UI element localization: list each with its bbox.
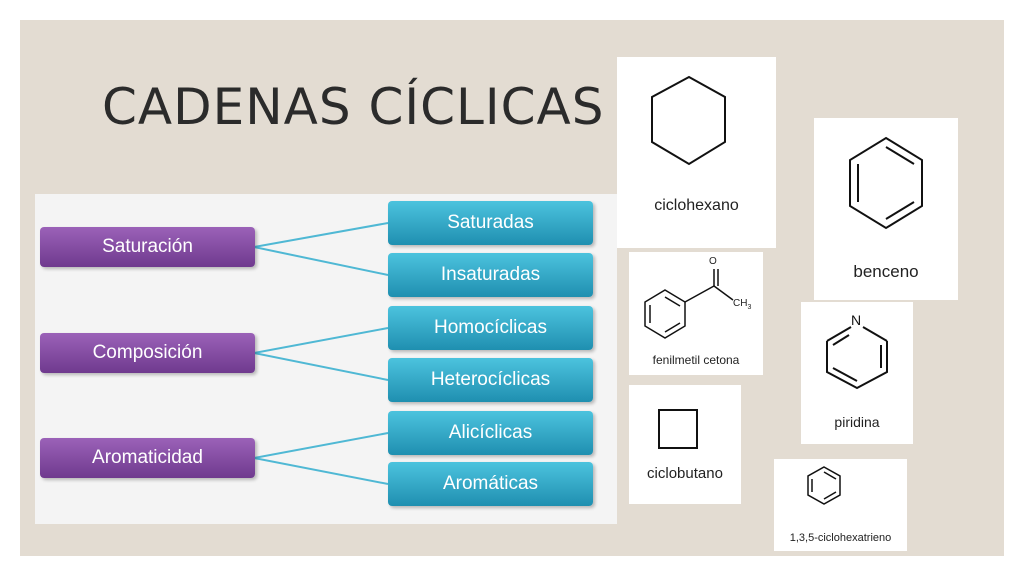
card-ciclohexano: ciclohexano (617, 57, 776, 248)
benceno-structure (849, 136, 923, 230)
label-nitrogen: N (851, 312, 862, 328)
label-benceno: benceno (853, 262, 919, 281)
piridina-structure (826, 326, 888, 390)
ciclobutano-structure (658, 409, 698, 449)
subcategory-saturadas: Saturadas (388, 201, 593, 245)
ciclohexano-structure (651, 75, 726, 166)
connector-line (253, 457, 389, 485)
category-saturacion: Saturación (40, 227, 255, 267)
label-ciclohexatrieno: 1,3,5-ciclohexatrieno (789, 532, 892, 544)
connector-lines (253, 222, 389, 485)
label-fenilmetil-cetona: fenilmetil cetona (652, 353, 740, 367)
category-composicion: Composición (40, 333, 255, 373)
card-ciclohexatrieno: 1,3,5-ciclohexatrieno (774, 459, 907, 551)
label-ciclobutano: ciclobutano (647, 465, 723, 482)
label-ciclohexano: ciclohexano (654, 197, 739, 214)
fenilmetil-cetona-structure (644, 269, 734, 339)
connector-line (253, 432, 389, 459)
connector-line (253, 352, 389, 381)
card-benceno: benceno (814, 118, 958, 300)
label-ch3: CH3 (733, 298, 752, 311)
connector-line (253, 246, 389, 276)
subcategory-aliciclicas: Alicíclicas (388, 411, 593, 455)
connector-line (253, 327, 389, 354)
card-fenilmetil-cetona: O CH3 fenilmetil cetona (629, 252, 763, 375)
card-ciclobutano: ciclobutano (629, 385, 741, 504)
ciclohexatrieno-structure (807, 466, 841, 505)
label-oxygen: O (709, 256, 717, 267)
subcategory-homociclicas: Homocíclicas (388, 306, 593, 350)
category-aromaticidad: Aromaticidad (40, 438, 255, 478)
classification-diagram: Saturación Composición Aromaticidad Satu… (35, 194, 617, 524)
label-piridina: piridina (834, 414, 880, 430)
connector-line (253, 222, 389, 248)
subcategory-heterociclicas: Heterocíclicas (388, 358, 593, 402)
page-title: CADENAS CÍCLICAS (102, 78, 605, 136)
subcategory-aromaticas: Aromáticas (388, 462, 593, 506)
card-piridina: N piridina (801, 302, 913, 444)
subcategory-insaturadas: Insaturadas (388, 253, 593, 297)
